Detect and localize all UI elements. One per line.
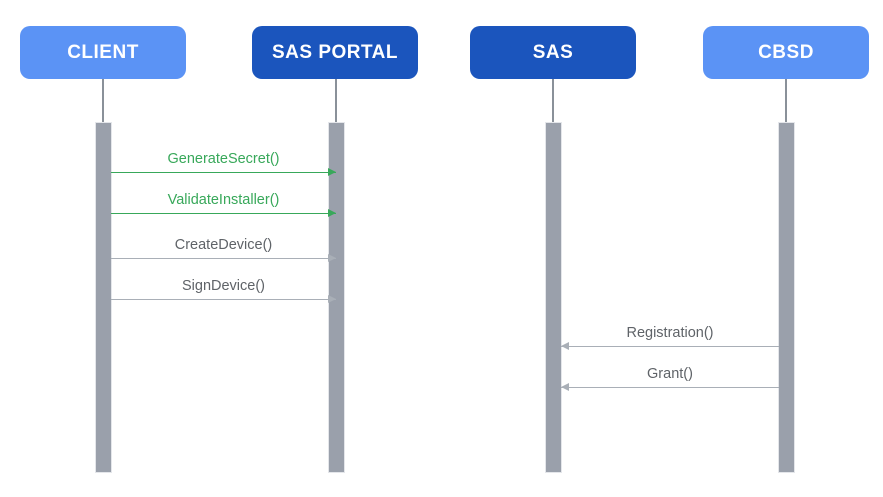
activation-bar-client — [94, 122, 112, 473]
message-line — [111, 258, 336, 259]
actor-label-client: CLIENT — [67, 41, 139, 63]
arrow-head-right-icon — [328, 208, 336, 217]
lifeline-stem-cbsd — [785, 79, 787, 122]
arrow-head-right-icon — [328, 167, 336, 176]
message-line — [561, 346, 779, 347]
actor-box-client[interactable]: CLIENT — [20, 26, 186, 79]
arrow-head-right-icon — [328, 253, 336, 262]
message-line — [111, 172, 336, 173]
lifeline-stem-client — [102, 79, 104, 122]
message-label: ValidateInstaller() — [167, 192, 280, 208]
message-label: GenerateSecret() — [167, 151, 280, 167]
message-label: CreateDevice() — [174, 237, 273, 253]
message-line — [111, 299, 336, 300]
arrow-head-left-icon — [561, 382, 569, 391]
message-label: Grant() — [647, 366, 693, 382]
actor-box-cbsd[interactable]: CBSD — [703, 26, 869, 79]
lifeline-stem-sas — [552, 79, 554, 122]
message-label: SignDevice() — [182, 278, 265, 294]
actor-label-cbsd: CBSD — [758, 41, 814, 63]
actor-label-sas: SAS — [532, 41, 574, 63]
actor-box-sas[interactable]: SAS — [470, 26, 636, 79]
activation-bar-sas — [544, 122, 562, 473]
actor-label-sas-portal: SAS PORTAL — [271, 41, 399, 63]
activation-bar-cbsd — [777, 122, 795, 473]
lifeline-stem-sas-portal — [335, 79, 337, 122]
message-line — [111, 213, 336, 214]
actor-box-sas-portal[interactable]: SAS PORTAL — [252, 26, 418, 79]
message-label: Registration() — [626, 325, 714, 341]
arrow-head-right-icon — [328, 294, 336, 303]
message-line — [561, 387, 779, 388]
arrow-head-left-icon — [561, 341, 569, 350]
